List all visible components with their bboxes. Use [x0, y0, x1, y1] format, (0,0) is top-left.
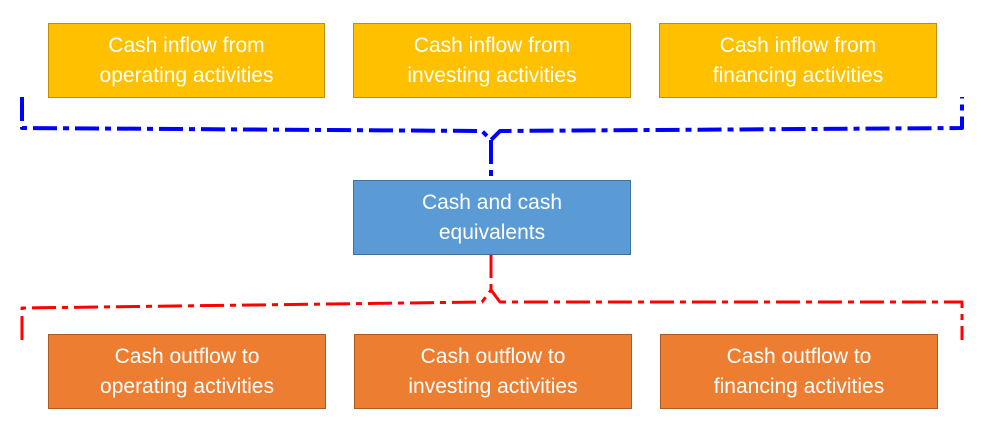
outflow-operating-box: Cash outflow to operating activities — [48, 334, 326, 409]
outflow-investing-label: Cash outflow to investing activities — [408, 344, 578, 398]
inflow-investing-box: Cash inflow from investing activities — [353, 23, 631, 98]
inflow-operating-label: Cash inflow from operating activities — [99, 33, 274, 87]
inflow-investing-label: Cash inflow from investing activities — [407, 33, 577, 87]
outflow-financing-box: Cash outflow to financing activities — [660, 334, 938, 409]
inflow-financing-box: Cash inflow from financing activities — [659, 23, 937, 98]
inflow-financing-label: Cash inflow from financing activities — [712, 33, 884, 87]
outflow-brace — [20, 288, 964, 340]
cash-equivalents-box: Cash and cash equivalents — [353, 180, 631, 255]
outflow-operating-label: Cash outflow to operating activities — [100, 344, 274, 398]
outflow-financing-label: Cash outflow to financing activities — [713, 344, 885, 398]
outflow-investing-box: Cash outflow to investing activities — [354, 334, 632, 409]
cash-equivalents-label: Cash and cash equivalents — [421, 190, 563, 244]
inflow-operating-box: Cash inflow from operating activities — [48, 23, 325, 98]
inflow-brace — [20, 97, 964, 142]
